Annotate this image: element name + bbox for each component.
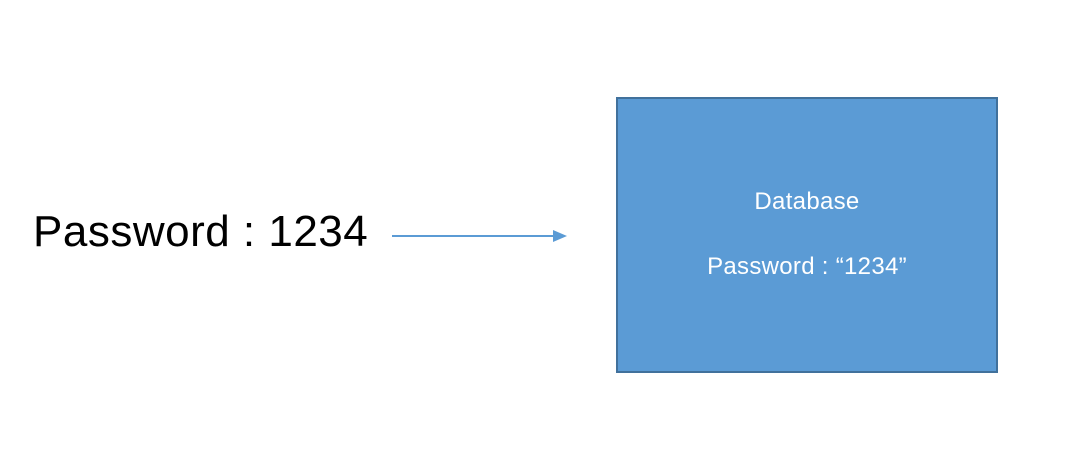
database-box: Database Password : “1234” <box>616 97 998 373</box>
database-box-title: Database <box>754 188 860 216</box>
right-arrow-icon <box>392 230 567 242</box>
database-box-password-text: Password : “1234” <box>707 253 907 280</box>
password-source-label: Password : 1234 <box>33 207 369 256</box>
